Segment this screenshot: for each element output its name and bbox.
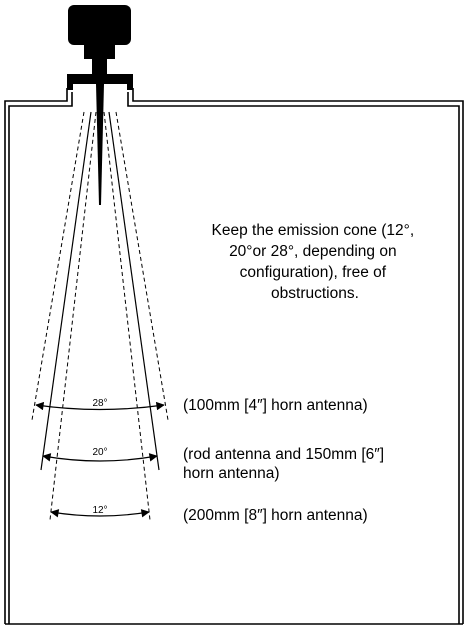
angle-label-20: 20° [92, 447, 107, 458]
rod-antenna [96, 84, 104, 205]
transmitter-neck [84, 43, 115, 59]
transmitter-coupling [92, 58, 107, 74]
tank-wall [4, 88, 464, 625]
arc-20 [42, 453, 158, 462]
cone-description-20: (rod antenna and 150mm [6″] horn antenna… [183, 446, 388, 482]
cone-description-28: (100mm [4″] horn antenna) [183, 397, 368, 414]
emission-cone-note: Keep the emission cone (12°, 20°or 28°, … [212, 222, 419, 302]
flange-foot-left [67, 84, 73, 90]
mounting-flange [67, 74, 133, 84]
flange-foot-right [127, 84, 133, 90]
radar-transmitter [67, 5, 133, 205]
angle-label-28: 28° [92, 398, 107, 409]
arc-12 [50, 509, 150, 518]
transmitter-housing [68, 5, 131, 45]
cone-description-12: (200mm [8″] horn antenna) [183, 507, 368, 524]
cone-28-dashed-lines [31, 111, 169, 421]
arc-28 [35, 401, 165, 411]
cone-20-solid-lines [40, 111, 160, 471]
angle-label-12: 12° [92, 505, 107, 516]
cone-12-dashed-lines [49, 111, 151, 521]
